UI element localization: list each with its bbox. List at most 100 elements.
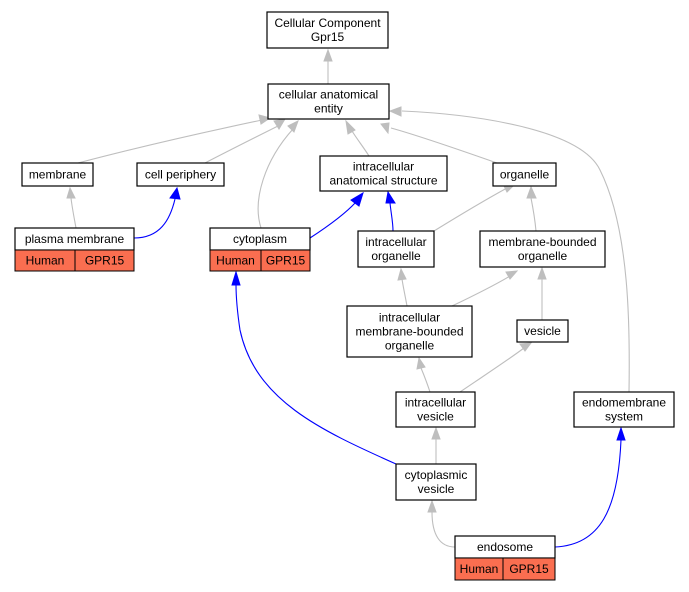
annotation-text: GPR15	[85, 254, 125, 268]
node-cae-label-line: entity	[314, 102, 343, 116]
edge-ias-cae	[345, 119, 370, 157]
annotation-cell	[260, 249, 311, 272]
node-cae-box	[267, 83, 390, 120]
edge-endomem-cae	[388, 106, 630, 393]
node-root-label-line: Gpr15	[311, 30, 345, 44]
annotation-cell	[74, 249, 135, 272]
edge-iv-vesicle	[459, 342, 533, 393]
node-imbo-label-line: organelle	[385, 339, 435, 353]
edge-plasmamem-cellper-line	[133, 198, 176, 239]
node-cytoplasm-label-line: cytoplasm	[233, 232, 287, 246]
edge-organelle-cae	[380, 122, 498, 164]
edge-endosome-cv	[427, 499, 456, 548]
edge-organelle-cae-line	[390, 127, 498, 164]
edge-cv-cytoplasm-line	[235, 283, 397, 465]
edge-endomem-cae-line	[401, 110, 630, 393]
node-cellper-label-line: cell periphery	[145, 168, 216, 182]
edge-plasmamem-membrane	[66, 186, 77, 229]
edge-cytoplasm-cae	[257, 119, 299, 229]
node-vesicle[interactable]: vesicle	[516, 319, 569, 343]
node-imbo-label-line: intracellular	[379, 311, 440, 325]
edge-plasmamem-membrane-line	[70, 197, 77, 229]
node-endomem-label-line: endomembrane	[582, 396, 666, 410]
edge-membrane-cae	[77, 114, 272, 164]
edge-endosome-cv-line	[431, 511, 456, 548]
edge-cellper-cae-line	[204, 125, 279, 164]
edge-endosome-endomem-line	[554, 439, 622, 548]
edge-cellper-cae	[204, 118, 286, 164]
annotation-text: Human	[460, 562, 499, 576]
edge-cytoplasm-cae-arrowhead	[287, 119, 299, 133]
edges-layer	[66, 48, 630, 548]
node-organelle[interactable]: organelle	[492, 162, 557, 187]
node-endosome-annotation-species: Human	[454, 557, 504, 581]
node-cellper[interactable]: cell periphery	[136, 162, 225, 187]
edge-imbo-mbo-arrowhead	[505, 270, 519, 280]
annotation-cell	[502, 557, 556, 581]
node-membrane[interactable]: membrane	[21, 162, 94, 187]
edge-cae-root	[323, 48, 333, 84]
node-iv-box	[395, 391, 476, 428]
edge-cv-iv-arrowhead	[431, 426, 441, 440]
node-endosome-annotation-gene: GPR15	[502, 557, 556, 581]
edge-intraorg-ias-line	[389, 202, 394, 232]
node-cv-label-line: vesicle	[418, 482, 455, 496]
node-iv-label-line: vesicle	[417, 410, 454, 424]
node-imbo-label-line: membrane-bounded	[355, 325, 463, 339]
edge-ias-cae-line	[351, 130, 370, 157]
edge-endomem-cae-arrowhead	[388, 106, 402, 117]
edge-endosome-endomem	[554, 426, 626, 548]
node-intraorg-box	[357, 230, 435, 268]
edge-intraorg-organelle-line	[433, 187, 508, 232]
edge-mbo-organelle-line	[530, 197, 537, 232]
node-cytoplasm-annotation-species: Human	[209, 249, 262, 272]
node-membrane-box	[21, 162, 94, 187]
edge-imbo-intraorg	[397, 267, 408, 307]
edge-cytoplasm-ias-line	[309, 201, 357, 239]
edge-ias-cae-arrowhead	[345, 119, 356, 135]
node-organelle-box	[492, 162, 557, 187]
edge-plasmamem-cellper	[133, 186, 181, 239]
node-vesicle-box	[516, 319, 569, 343]
node-cv-label-line: cytoplasmic	[405, 468, 468, 482]
node-intraorg-label-line: organelle	[371, 249, 421, 263]
edge-endosome-endomem-arrowhead	[616, 426, 626, 441]
edge-cytoplasm-ias	[309, 191, 364, 239]
edge-cv-iv	[431, 426, 441, 464]
edge-vesicle-mbo	[537, 266, 547, 320]
edge-iv-imbo-line	[420, 367, 431, 393]
edge-imbo-intraorg-arrowhead	[397, 267, 407, 281]
node-ias-label-line: anatomical structure	[329, 174, 437, 188]
edge-iv-imbo-arrowhead	[416, 356, 426, 370]
edge-intraorg-ias-arrowhead	[385, 190, 396, 204]
edge-cytoplasm-ias-arrowhead	[350, 191, 364, 207]
node-mbo-label-line: organelle	[518, 249, 568, 263]
node-root-label-line: Cellular Component	[274, 16, 381, 30]
edge-iv-vesicle-arrowhead	[519, 342, 533, 352]
edge-plasmamem-cellper-arrowhead	[169, 186, 181, 200]
node-cv-box	[395, 463, 477, 501]
node-ias-label-line: intracellular	[353, 160, 414, 174]
edge-iv-vesicle-line	[459, 347, 525, 393]
edge-cv-cytoplasm-arrowhead	[231, 270, 241, 286]
node-membrane-label-line: membrane	[29, 168, 87, 182]
node-plasmamem-annotation-species: Human	[14, 249, 76, 272]
edge-iv-imbo	[416, 356, 431, 393]
node-imbo-box	[346, 305, 473, 358]
edge-cellper-cae-arrowhead	[273, 118, 286, 130]
node-plasmamem-annotation-gene: GPR15	[74, 249, 135, 272]
